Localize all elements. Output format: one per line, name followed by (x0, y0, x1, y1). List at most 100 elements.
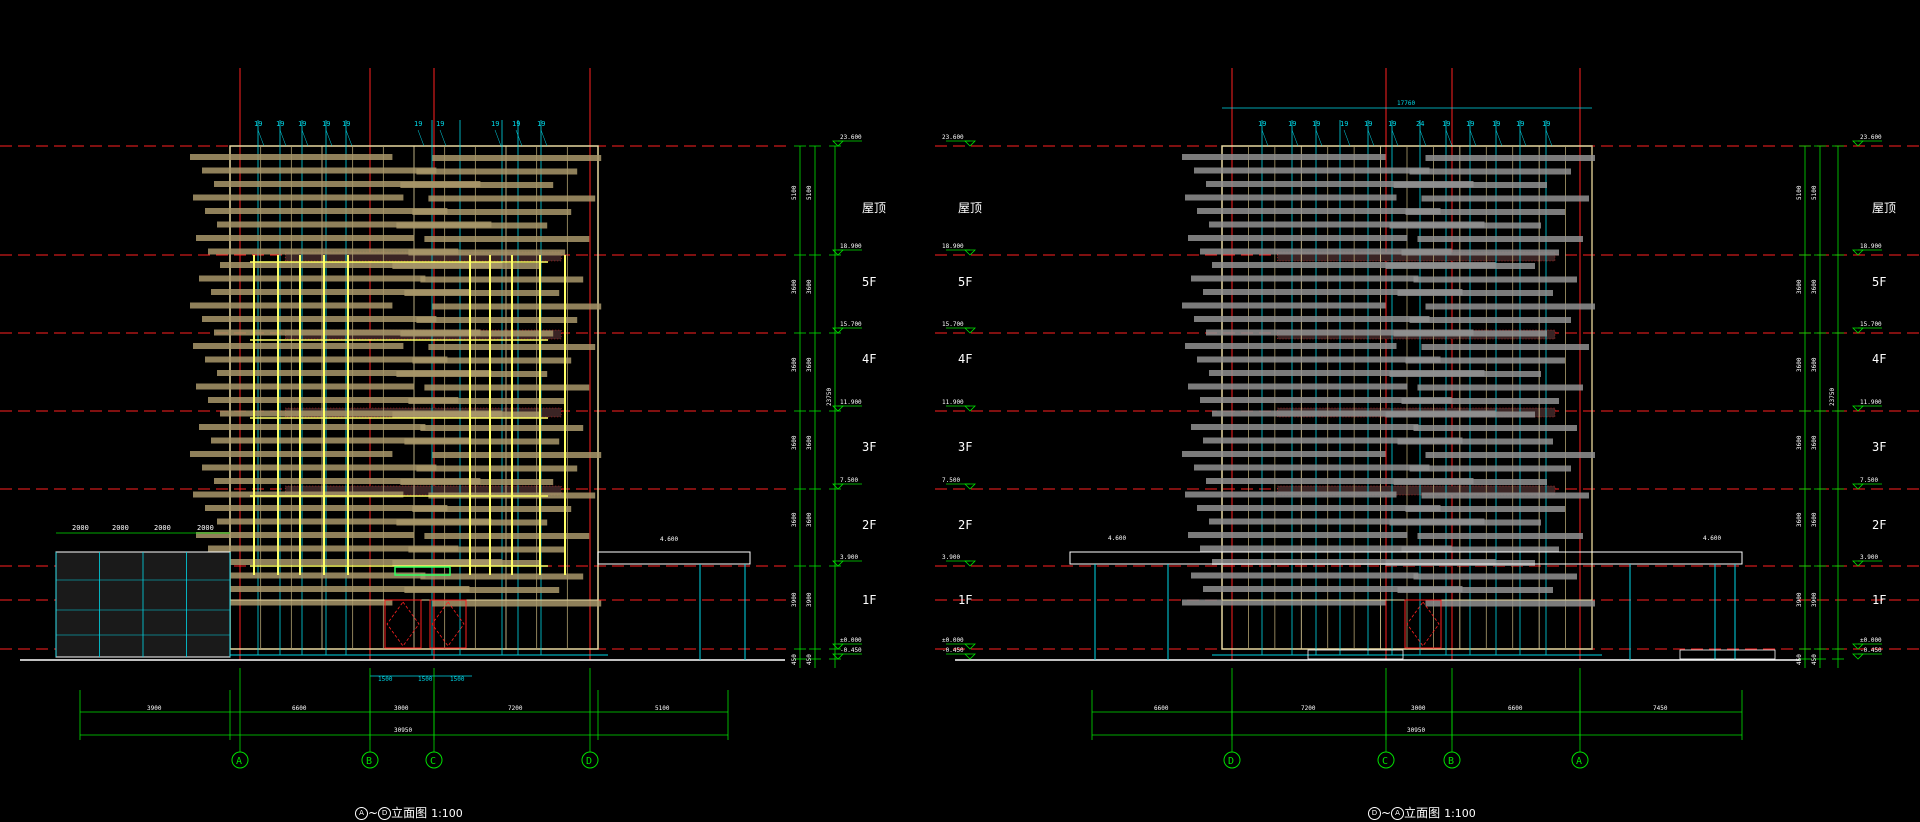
sunshade-louver (205, 208, 448, 214)
sunshade-louver (220, 262, 503, 268)
axis-bubble (425, 751, 443, 769)
sunshade-louver (1212, 559, 1496, 565)
tag-leader (1391, 129, 1399, 147)
floor-label: 1F (958, 593, 972, 607)
tag-text: 19 (342, 120, 350, 128)
sunshade-louver (1203, 437, 1463, 444)
sunshade-louver (408, 249, 566, 256)
sunshade-louver (416, 465, 578, 472)
sunshade-louver (1421, 492, 1589, 499)
sunshade-louver (208, 397, 459, 403)
dimension-text: 7450 (1653, 705, 1668, 712)
dimension-text: 1500 (450, 676, 465, 683)
level-text: 3.900 (840, 554, 858, 561)
floor-label: 1F (1872, 593, 1886, 607)
sunshade-louver (408, 398, 566, 404)
level-text: 23.600 (840, 134, 862, 141)
level-text: 23.600 (1860, 134, 1882, 141)
sunshade-louver (196, 383, 415, 390)
floor-label: 3F (1872, 440, 1886, 454)
sunshade-louver (1191, 572, 1419, 579)
level-marker (964, 653, 976, 660)
tag-leader (1445, 129, 1453, 147)
sunshade-louver (1185, 343, 1397, 349)
tag-text: 19 (1340, 120, 1348, 128)
sunshade-louver (1417, 384, 1583, 391)
door-swing-mark (431, 601, 465, 647)
title-axis-to: D (378, 807, 392, 820)
sunshade-louver (1425, 155, 1595, 161)
title-scale: 1:100 (431, 807, 463, 820)
level-text: ±0.000 (840, 637, 862, 644)
tag-text: 19 (537, 120, 545, 128)
sunshade-louver (424, 236, 590, 242)
tag-text: 19 (1442, 120, 1450, 128)
tag-text: 24 (1416, 120, 1424, 128)
sunshade-louver (214, 181, 481, 187)
dimension-text: 3600 (1796, 279, 1803, 294)
dimension-text: 3600 (1811, 357, 1818, 372)
level-text: 7.500 (840, 477, 858, 484)
canopy-level-text: 4.600 (660, 536, 678, 543)
level-marker (832, 327, 844, 334)
dimension-text: 5100 (1811, 185, 1818, 200)
sunshade-louver (1182, 154, 1386, 160)
sunshade-louver (1209, 221, 1485, 228)
sunshade-louver (392, 263, 542, 269)
sunshade-louver (202, 167, 437, 174)
sunshade-louver (205, 356, 448, 363)
sunshade-louver (1200, 397, 1452, 403)
sunshade-louver (220, 410, 503, 417)
level-text: -0.450 (942, 647, 964, 654)
floor-slab-band (284, 485, 562, 496)
sunshade-louver (1421, 195, 1589, 202)
sunshade-louver (193, 194, 404, 201)
sunshade-louver (1417, 236, 1583, 242)
sunshade-louver (1385, 263, 1535, 269)
tag-leader (515, 129, 523, 147)
dimension-text: 30950 (1407, 727, 1425, 734)
floor-label: 5F (862, 275, 876, 289)
level-marker (1852, 249, 1864, 256)
sunshade-louver (1397, 290, 1553, 296)
sunshade-louver (1212, 410, 1496, 417)
tag-leader (1469, 129, 1477, 147)
sunshade-louver (190, 302, 393, 309)
dimension-text: 450 (1796, 654, 1803, 665)
floor-label: 屋顶 (958, 201, 982, 215)
dimension-text: 3600 (806, 435, 813, 450)
sunshade-louver (1209, 518, 1485, 525)
sunshade-louver (1200, 545, 1452, 552)
entrance-steps (1679, 649, 1776, 660)
dimension-text: 3600 (1796, 512, 1803, 527)
floor-label: 1F (862, 593, 876, 607)
level-marker (832, 653, 844, 660)
dimension-text: 2000 (72, 524, 89, 532)
sunshade-louver (1188, 383, 1408, 390)
sunshade-louver (420, 425, 584, 431)
tag-text: 19 (512, 120, 520, 128)
sunshade-louver (211, 289, 470, 295)
sunshade-louver (199, 424, 426, 430)
dimension-text: 3600 (791, 512, 798, 527)
tag-text: 19 (1312, 120, 1320, 128)
floor-label: 屋顶 (1872, 201, 1896, 215)
floor-label: 2F (862, 518, 876, 532)
axis-bubble (1377, 751, 1395, 769)
sunshade-louver (1203, 289, 1463, 295)
sunshade-louver (400, 182, 554, 188)
sunshade-louver (1182, 302, 1386, 309)
level-text: 15.700 (942, 321, 964, 328)
title-axis-from: A (355, 807, 368, 820)
sunshade-louver (1393, 479, 1547, 485)
dimension-text: 1500 (378, 676, 393, 683)
level-text: 11.900 (840, 399, 862, 406)
floor-label: 3F (958, 440, 972, 454)
tag-text: 19 (322, 120, 330, 128)
canopy-level-text: 4.600 (1703, 535, 1721, 542)
sunshade-louver (1194, 464, 1430, 471)
floor-label: 4F (1872, 352, 1886, 366)
dimension-text: 1500 (418, 676, 433, 683)
axis-label: C (430, 756, 436, 767)
